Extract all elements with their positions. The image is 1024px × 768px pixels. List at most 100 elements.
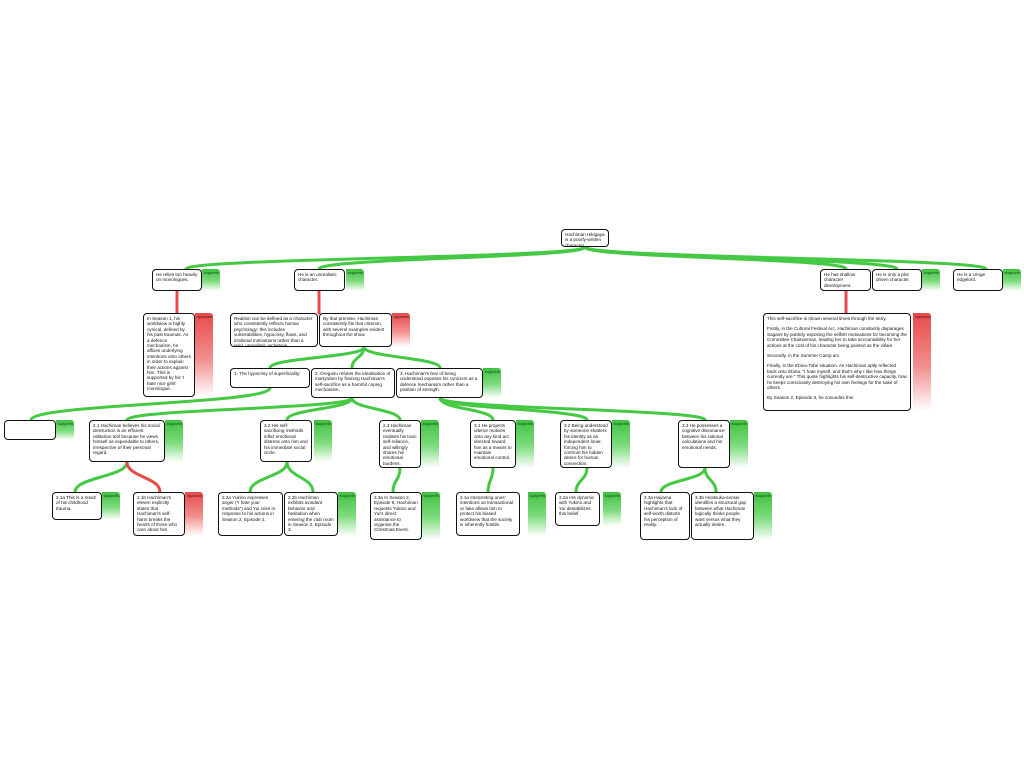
support-link — [703, 466, 718, 494]
point-1[interactable]: 1. The hypocrisy of superficiality: — [230, 368, 310, 388]
support-band — [102, 492, 120, 520]
support-link — [285, 460, 315, 494]
claim-unrealistic[interactable]: supports He is an unrealistic character. — [294, 269, 364, 291]
support-tag: supports — [613, 421, 629, 426]
claim-text: He is only a plot driven character. — [872, 269, 922, 291]
oppose-tag: opposes — [186, 493, 202, 498]
support-link — [125, 396, 354, 422]
point-text: 3.2 Being understood by someone shatters… — [560, 420, 612, 468]
point-3-2a[interactable]: supports 3.2a His dynamic with Yukino an… — [555, 492, 621, 526]
oppose-tag: opposes — [393, 314, 409, 319]
point-text: 2.2a Yukino expresses anger ("I hate you… — [218, 492, 283, 536]
point-2-1[interactable]: supports 2.1 Hachiman believes his socia… — [89, 420, 183, 462]
point-2-3[interactable]: supports 2.3 Hachiman eventually realise… — [379, 420, 439, 468]
point-text: 2.2 His self-sacrificing methods inflict… — [260, 420, 312, 462]
point-text: 2.3a In Season 2, Episode 8, Hachiman re… — [370, 492, 422, 540]
support-band — [754, 492, 772, 540]
support-band — [346, 269, 364, 291]
objection-realism-premise[interactable]: opposes Realism can be defined as a char… — [230, 313, 410, 347]
support-link — [574, 466, 589, 494]
point-text: 3.2a His dynamic with Yukino and Yui des… — [555, 492, 600, 526]
point-3-2[interactable]: supports 3.2 Being understood by someone… — [560, 420, 630, 468]
support-link — [268, 345, 366, 370]
support-link — [438, 396, 707, 422]
support-band — [483, 368, 501, 398]
thesis-node[interactable]: Hachiman Hikigaya is a poorly-written ch… — [561, 229, 609, 247]
support-band — [422, 492, 440, 540]
point-3-3[interactable]: supports 3.3 He possesses a cognitive di… — [678, 420, 748, 468]
support-band — [528, 492, 546, 536]
point-3-1a[interactable]: supports 3.1a Interpreting ones' intenti… — [456, 492, 546, 536]
thesis-text: Hachiman Hikigaya is a poorly-written ch… — [561, 229, 609, 247]
support-band — [603, 492, 621, 526]
point-1-empty[interactable]: supports — [4, 420, 74, 440]
support-tag: supports — [166, 421, 182, 426]
claim-monologues[interactable]: supports He relies too heavily on monolo… — [152, 269, 220, 291]
claim-text: He is an unrealistic character. — [294, 269, 345, 291]
point-2-3a[interactable]: supports 2.3a In Season 2, Episode 8, Ha… — [370, 492, 440, 540]
support-band — [314, 420, 332, 462]
point-text: 3.1a Interpreting ones' intentions as tr… — [456, 492, 520, 536]
support-tag: supports — [347, 270, 363, 275]
support-tag: supports — [1004, 270, 1020, 275]
point-text: 2.2b Hachiman exhibits avoidant behavior… — [284, 492, 338, 536]
support-link — [285, 396, 354, 422]
support-tag: supports — [57, 421, 73, 426]
support-link — [391, 466, 402, 494]
point-text: 2.1a This is a result of his childhood t… — [52, 492, 102, 520]
claim-edgelord[interactable]: supports He is a cringe edgelord. — [953, 269, 1021, 291]
support-band — [421, 420, 439, 468]
support-tag: supports — [923, 270, 939, 275]
support-band — [730, 420, 748, 468]
point-2-2ab[interactable]: supports 2.2a Yukino expresses anger ("I… — [218, 492, 356, 536]
support-link — [29, 386, 272, 422]
support-link — [73, 460, 129, 494]
support-link — [659, 466, 707, 494]
point-text: 3.3b Hiratsuka-sensei identifies a struc… — [691, 492, 754, 540]
oppose-band — [195, 313, 213, 397]
oppose-tag: opposes — [914, 314, 930, 319]
point-2[interactable]: supports 2. Oregairu refutes the idealis… — [311, 368, 501, 398]
paragraph: This self-sacrifice is shown several tim… — [767, 316, 887, 321]
point-text — [4, 420, 56, 440]
objection-self-sacrifice[interactable]: opposes This self-sacrifice is shown sev… — [763, 313, 931, 411]
support-band — [516, 420, 534, 468]
objection-text: Realism can be defined as a character wh… — [230, 313, 318, 347]
point-3-3ab[interactable]: supports 3.3a Hayama highlights that Hac… — [640, 492, 772, 540]
support-tag: supports — [731, 421, 747, 426]
oppose-band — [913, 313, 931, 411]
support-link — [362, 345, 442, 370]
claim-text: He relies too heavily on monologues. — [152, 269, 202, 291]
point-2-1b[interactable]: opposes 2.1b Hachiman's eleven explicitl… — [133, 492, 203, 536]
support-tag: supports — [604, 493, 620, 498]
paragraph: Firstly, in the Cultural Festival Arc, H… — [767, 326, 907, 348]
support-tag: supports — [203, 270, 219, 275]
claim-shallow-plot[interactable]: supports He has shallow character develo… — [820, 269, 940, 291]
support-band — [202, 269, 220, 291]
oppose-link — [125, 460, 162, 494]
support-band — [1003, 269, 1021, 291]
point-2-1a[interactable]: supports 2.1a This is a result of his ch… — [52, 492, 120, 520]
objection-text: In Season 1, his worldview is highly cyn… — [143, 313, 195, 397]
oppose-tag: opposes — [196, 314, 212, 319]
support-tag: supports — [422, 421, 438, 426]
point-text: 2.1b Hachiman's eleven explicitly states… — [133, 492, 185, 536]
support-tag: supports — [315, 421, 331, 426]
point-3-1[interactable]: supports 3.1 He projects ulterior motive… — [470, 420, 534, 468]
support-band — [922, 269, 940, 291]
support-tag: supports — [517, 421, 533, 426]
support-link — [248, 460, 289, 494]
paragraph: Finally, in the Ebina-Tobe situation. As… — [767, 363, 907, 391]
support-band — [338, 492, 356, 536]
support-link — [486, 466, 495, 494]
point-text: 2.1 Hachiman believes his social destruc… — [89, 420, 165, 462]
oppose-band — [185, 492, 203, 536]
point-text: 2. Oregairu refutes the idealisation of … — [311, 368, 395, 398]
support-link — [184, 245, 587, 271]
oppose-band — [392, 313, 410, 347]
objection-season1[interactable]: opposes In Season 1, his worldview is hi… — [143, 313, 213, 397]
point-2-2[interactable]: supports 2.2 His self-sacrificing method… — [260, 420, 332, 462]
support-link — [350, 396, 402, 422]
support-band — [165, 420, 183, 462]
